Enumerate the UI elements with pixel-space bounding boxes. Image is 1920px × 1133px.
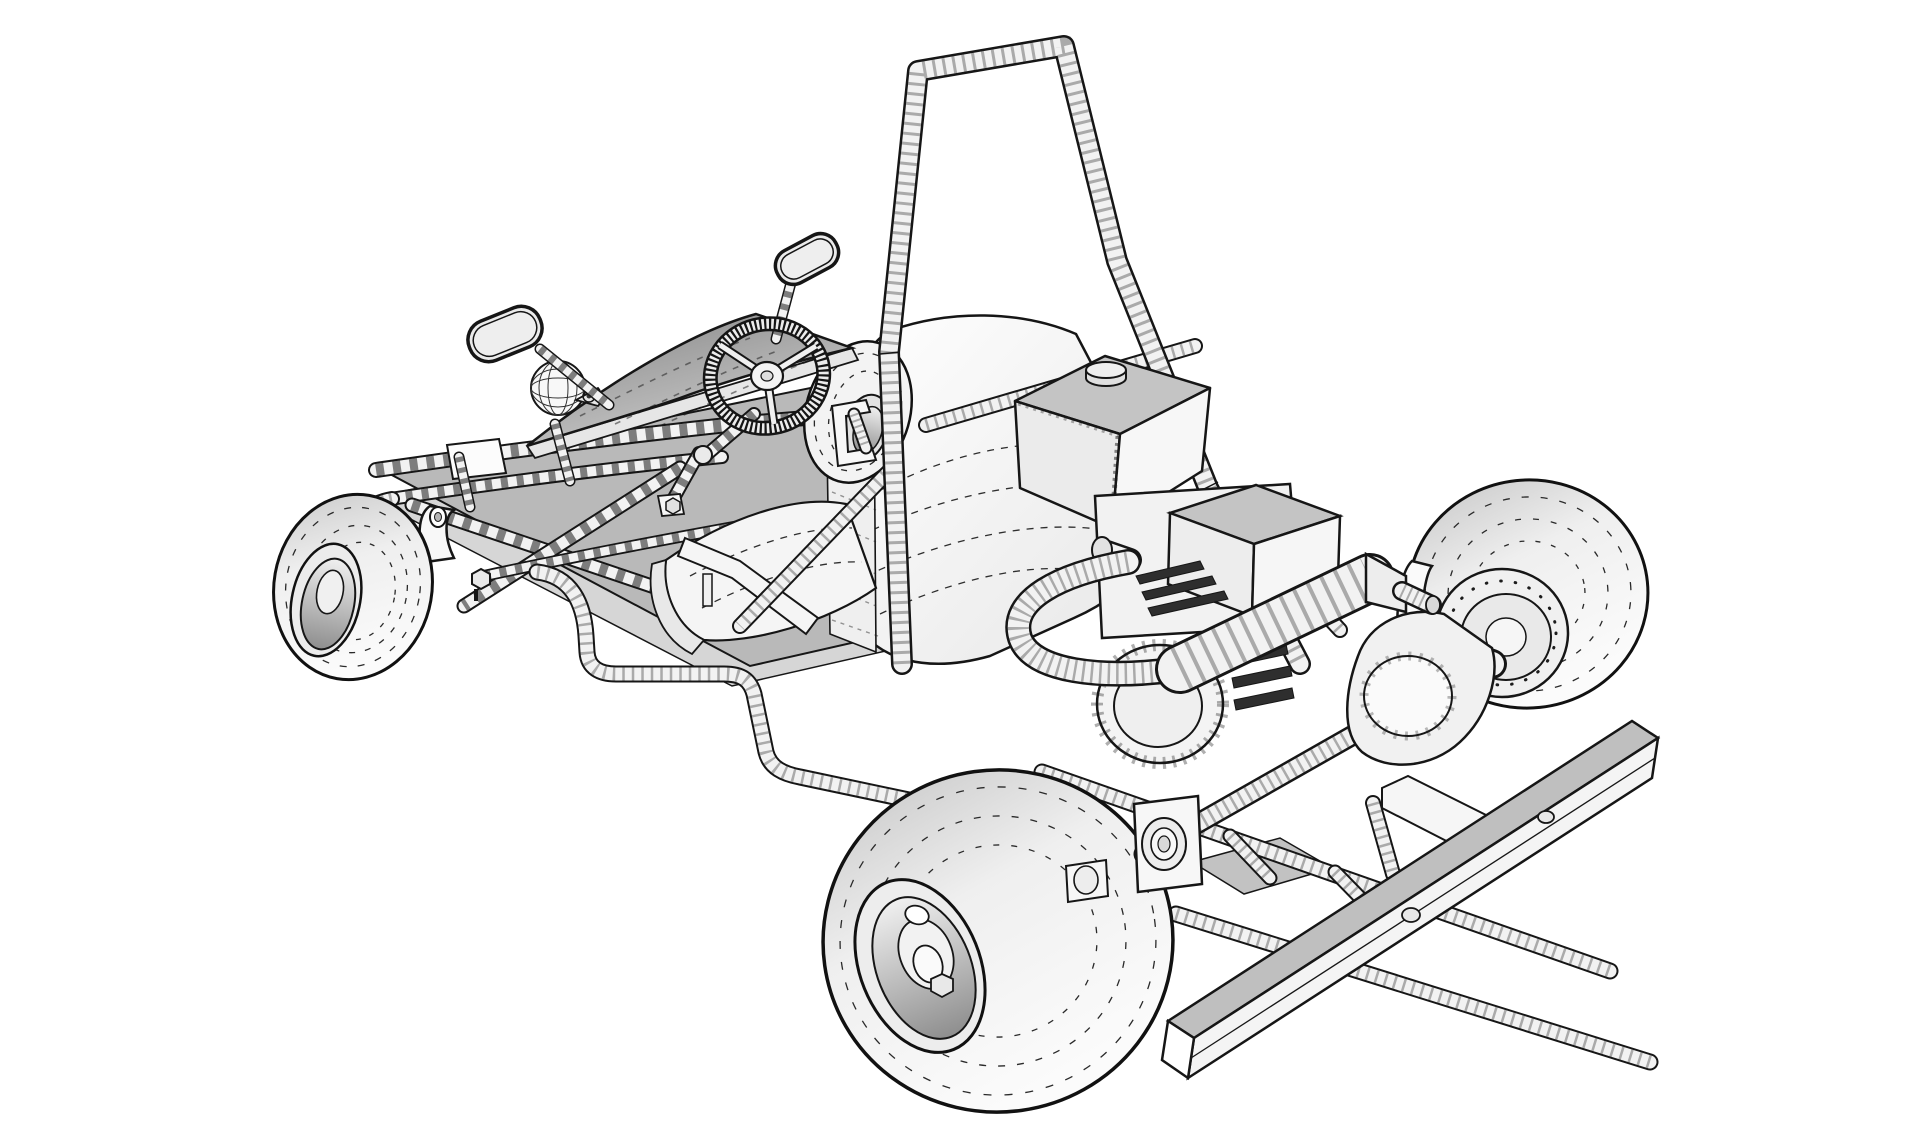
seat-support-rail: [676, 536, 820, 636]
engine: [1091, 482, 1344, 769]
left-mirror: [466, 304, 609, 405]
axle-nut: [930, 973, 954, 999]
go-kart-drawing: Monochrome 3D sketch rendering of an off…: [272, 16, 1661, 1114]
header-pipe: [1018, 536, 1172, 674]
column-bolt: [665, 497, 681, 515]
kingpin-bolt: [471, 567, 491, 601]
seat-pin: [702, 573, 713, 607]
bumper-bolt: [1537, 810, 1555, 824]
right-mirror: [769, 231, 841, 339]
bearing-block-2: [1064, 858, 1110, 904]
muffler: [1180, 551, 1440, 669]
bumper-end-cap: [1160, 1018, 1196, 1081]
front-left-wheel: [272, 492, 434, 682]
clamp-bracket: [830, 398, 878, 468]
exhaust: [1018, 536, 1440, 674]
lug-hole: [904, 904, 930, 926]
rear-axle: [1064, 664, 1478, 904]
go-kart-illustration: Monochrome 3D sketch rendering of an off…: [40, 16, 1920, 1117]
steering-column: [656, 414, 754, 517]
rear-left-wheel: [821, 768, 1175, 1114]
bearing-block: [1132, 794, 1204, 894]
u-joint: [693, 445, 713, 465]
seat-front-lip: [649, 558, 706, 656]
filler-cap: [1085, 361, 1127, 387]
steering-wheel: [702, 316, 832, 436]
clutch-housing: [1346, 610, 1496, 766]
weld-seam: [879, 351, 901, 355]
rear-bumper: [1160, 719, 1661, 1081]
bumper-bolt: [1401, 907, 1421, 923]
